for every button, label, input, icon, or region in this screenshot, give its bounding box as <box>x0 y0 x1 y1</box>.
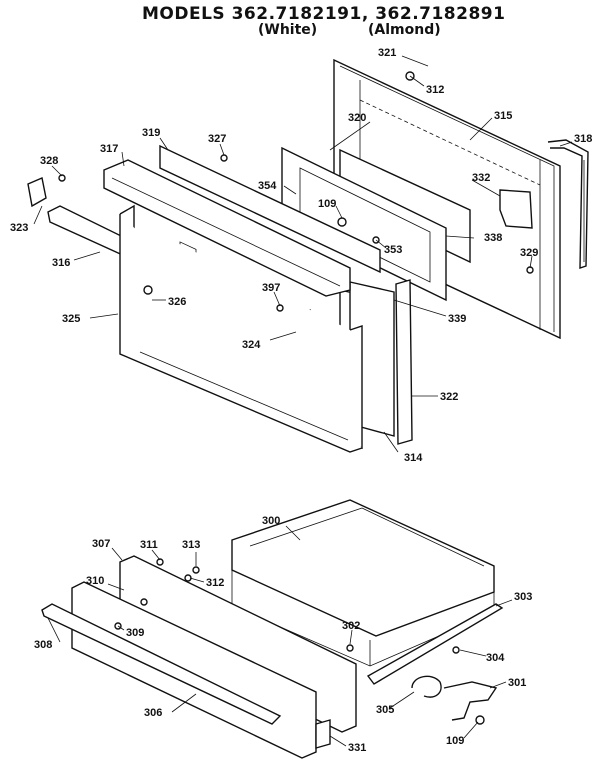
drawer-hardware <box>114 558 485 725</box>
callout-308: 308 <box>34 639 52 651</box>
callout-315: 315 <box>494 110 512 122</box>
drawer-end-piece <box>315 719 331 749</box>
door-trim-strip <box>547 139 589 269</box>
models-title: MODELS 362.7182191, 362.7182891 <box>142 4 506 24</box>
callout-304: 304 <box>486 652 505 664</box>
callout-328: 328 <box>40 155 58 167</box>
door-liner <box>281 146 447 302</box>
callout-319: 319 <box>142 127 160 139</box>
drawer-body <box>231 499 495 667</box>
callout-353: 353 <box>384 244 402 256</box>
variant-almond-label: (Almond) <box>368 22 441 38</box>
callout-354: 354 <box>258 180 277 192</box>
door-side-channel <box>395 279 413 445</box>
door-frame <box>119 204 363 453</box>
callout-339: 339 <box>448 313 466 325</box>
callout-324: 324 <box>242 339 261 351</box>
callout-306: 306 <box>144 707 162 719</box>
variant-white-label: (White) <box>258 22 318 38</box>
callout-317: 317 <box>100 143 118 155</box>
callout-301: 301 <box>508 677 526 689</box>
drawer-slide-rail <box>366 603 504 685</box>
callout-305: 305 <box>376 704 394 716</box>
callout-318: 318 <box>574 133 592 145</box>
callout-322: 322 <box>440 391 458 403</box>
callout-325: 325 <box>62 313 80 325</box>
callout-316: 316 <box>52 257 70 269</box>
callout-312-lower: 312 <box>206 577 224 589</box>
callout-313: 313 <box>182 539 200 551</box>
drawer-handle-strip <box>41 603 282 725</box>
callout-327: 327 <box>208 133 226 145</box>
handle-end-cap <box>27 177 47 208</box>
drawer-roller-bracket <box>443 681 498 721</box>
leader-lines-lower <box>47 525 513 747</box>
drawer-spring <box>411 675 442 698</box>
callout-323: 323 <box>10 222 28 234</box>
callout-331: 331 <box>348 742 366 754</box>
callout-326: 326 <box>168 296 186 308</box>
callout-302: 302 <box>342 620 360 632</box>
callout-307: 307 <box>92 538 110 550</box>
callout-109-lower: 109 <box>446 735 464 747</box>
callout-109: 109 <box>318 198 336 210</box>
callout-309: 309 <box>126 627 144 639</box>
callout-303: 303 <box>514 591 532 603</box>
callout-320: 320 <box>348 112 366 124</box>
callout-312: 312 <box>426 84 444 96</box>
callout-311: 311 <box>140 539 158 551</box>
callout-397: 397 <box>262 282 280 294</box>
callout-300: 300 <box>262 515 280 527</box>
callout-310: 310 <box>86 575 104 587</box>
callout-321: 321 <box>378 47 396 59</box>
callout-314: 314 <box>404 452 423 464</box>
leader-lines-upper <box>33 55 573 453</box>
callout-338: 338 <box>484 232 502 244</box>
door-handle <box>103 159 351 297</box>
callout-332: 332 <box>472 172 490 184</box>
door-bracket <box>499 189 533 229</box>
callout-329: 329 <box>520 247 538 259</box>
